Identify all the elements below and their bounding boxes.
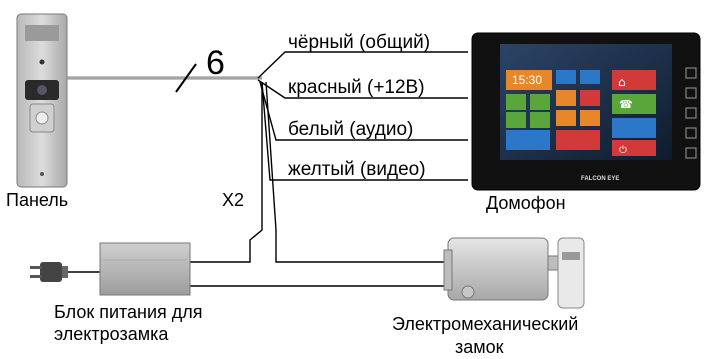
contacts-tile — [612, 118, 656, 138]
brand-logo: FALCON EYE — [581, 176, 620, 182]
cable-slash — [175, 63, 197, 93]
screen-clock: 15:30 — [512, 73, 543, 87]
intercom-monitor: ⌂ ☎ ⏻ — [471, 32, 701, 191]
screen-tile — [506, 70, 552, 90]
wire-label-black: чёрный (общий) — [288, 32, 431, 53]
caption-psu-line2: электрозамка — [54, 324, 169, 344]
caption-junction: X2 — [222, 190, 245, 210]
caption-lock-line1: Электромеханический — [392, 314, 579, 334]
svg-text:☎: ☎ — [619, 98, 633, 111]
power-supply — [99, 242, 191, 296]
door-panel — [16, 13, 68, 188]
cable-count-label: 6 — [206, 44, 225, 82]
caption-lock-line2: замок — [455, 337, 504, 357]
caption-psu-line1: Блок питания для — [54, 302, 203, 322]
home-tile — [612, 70, 656, 90]
wire-label-red: красный (+12В) — [288, 77, 425, 98]
call-tile — [612, 94, 656, 114]
svg-text:⌂: ⌂ — [618, 75, 626, 89]
main-cable — [67, 63, 262, 93]
wire-label-yellow: желтый (видео) — [288, 159, 426, 180]
caption-intercom: Домофон — [486, 193, 566, 213]
power-plug-icon — [30, 262, 68, 282]
wire-label-white: белый (аудио) — [288, 119, 414, 140]
electromechanical-lock — [443, 237, 585, 309]
power-tile — [612, 140, 656, 156]
svg-text:⏻: ⏻ — [619, 145, 627, 156]
wire-harness — [66, 51, 468, 287]
caption-panel: Панель — [6, 190, 69, 210]
